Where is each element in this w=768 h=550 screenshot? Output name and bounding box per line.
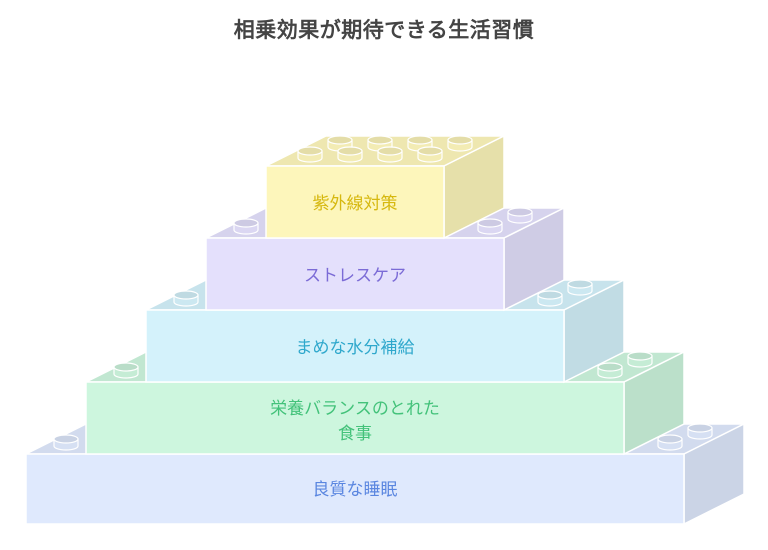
- brick-stud: [447, 135, 473, 152]
- brick-studs: [173, 279, 593, 307]
- brick-stud: [233, 218, 259, 235]
- brick-label: まめな水分補給: [296, 338, 415, 358]
- brick-front-face: [265, 165, 445, 239]
- brick-label: ストレスケア: [304, 266, 406, 286]
- brick-front-face: [85, 381, 625, 455]
- brick-stud: [173, 290, 199, 307]
- brick-label: 良質な睡眠: [313, 480, 398, 500]
- brick-studs: [53, 423, 713, 451]
- brick-stud: [507, 207, 533, 224]
- brick-stud: [337, 146, 363, 163]
- brick-front-face: [25, 453, 685, 525]
- brick-stud: [537, 290, 563, 307]
- brick-stud: [627, 351, 653, 368]
- brick-label-line-2: 食事: [338, 424, 372, 444]
- brick-stud: [597, 362, 623, 379]
- brick-stud: [297, 146, 323, 163]
- diagram-title: 相乗効果が期待できる生活習慣: [233, 18, 535, 42]
- brick-stud: [567, 279, 593, 296]
- brick-stud: [53, 434, 79, 451]
- brick-stud: [687, 423, 713, 440]
- brick-front-face: [145, 309, 565, 383]
- brick-studs: [113, 351, 653, 379]
- brick-stud: [657, 434, 683, 451]
- brick-stud: [113, 362, 139, 379]
- brick-stud: [377, 146, 403, 163]
- brick-stud: [477, 218, 503, 235]
- brick-front-face: [205, 237, 505, 311]
- brick-stud: [417, 146, 443, 163]
- brick-studs: [297, 135, 473, 163]
- brick-studs: [233, 207, 533, 235]
- brick-layer-1: 紫外線対策: [265, 134, 505, 240]
- brick-label: 栄養バランスのとれた: [270, 399, 440, 419]
- brick-label: 紫外線対策: [313, 194, 398, 214]
